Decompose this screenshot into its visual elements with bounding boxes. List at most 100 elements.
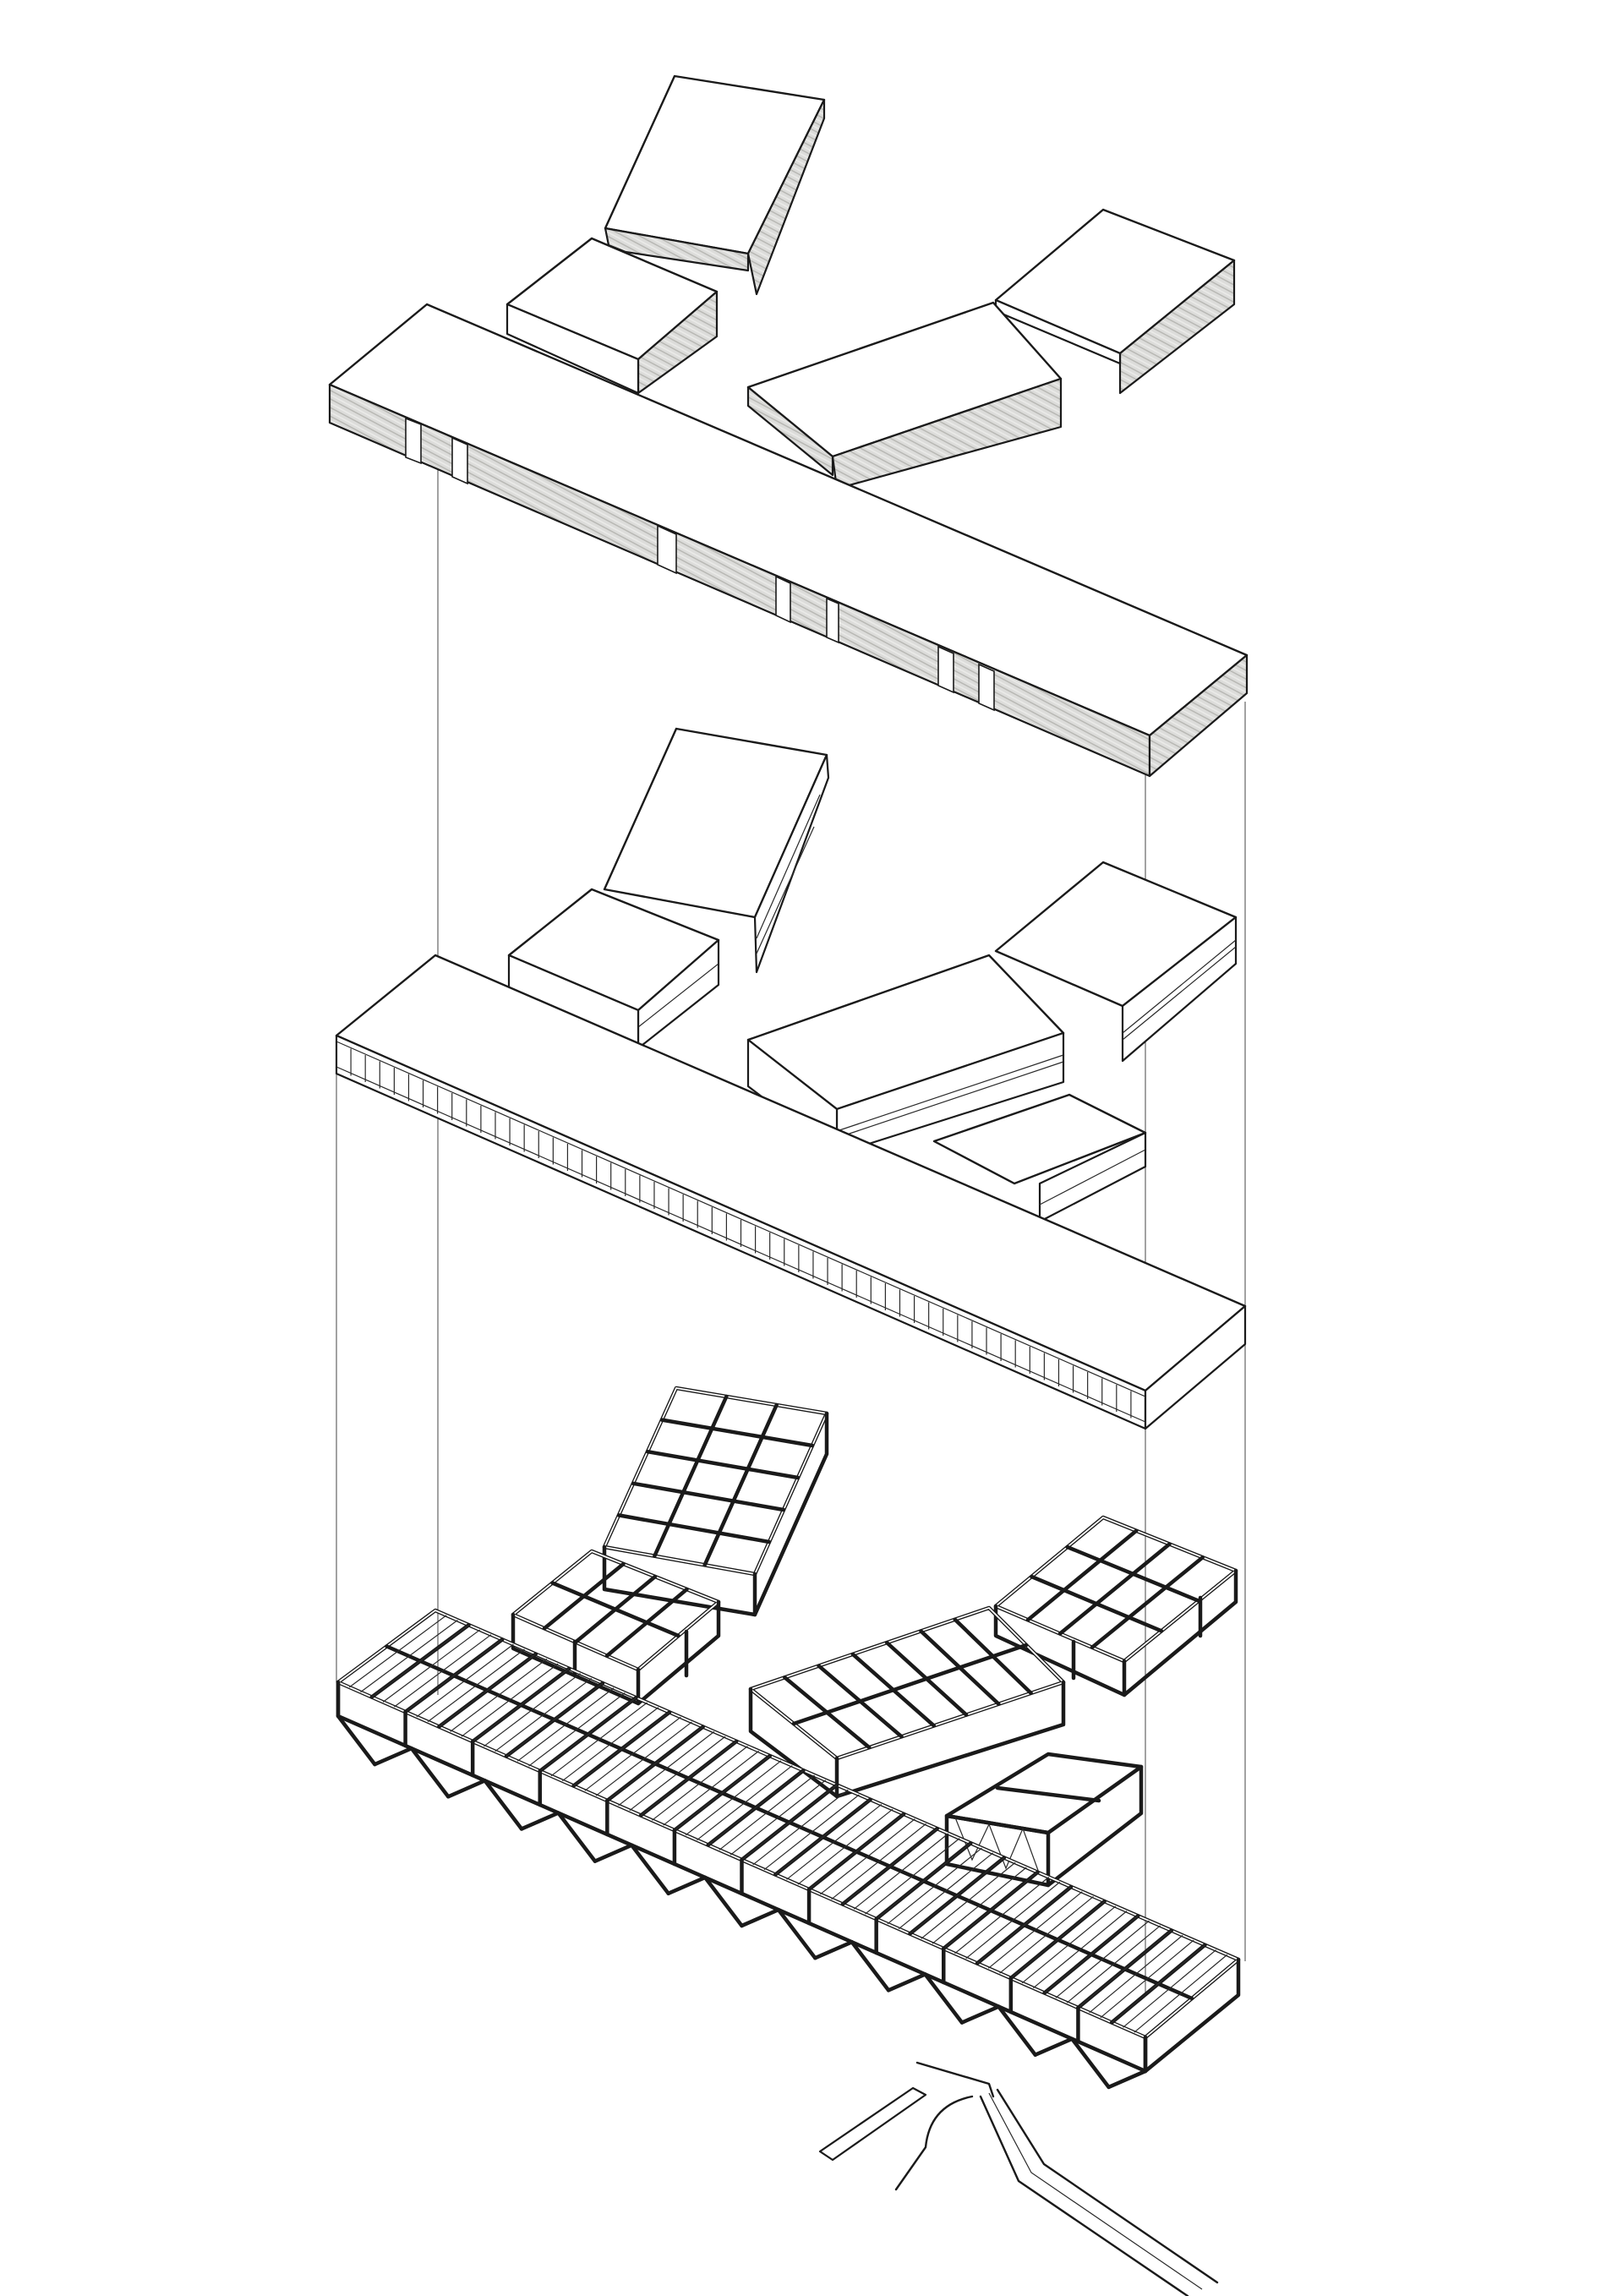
frame-joist — [584, 1716, 681, 1791]
frame-joist — [360, 1619, 458, 1693]
frame-block-middle — [748, 1605, 1066, 1799]
frame-joist — [1089, 1934, 1183, 2014]
glazing-mullions — [350, 1048, 1132, 1419]
frame-joist — [976, 1886, 1072, 1964]
frame-joist — [505, 1682, 604, 1757]
frame-joist — [965, 1881, 1061, 1960]
frame-beam — [1090, 1555, 1205, 1649]
frame-joist — [472, 1668, 570, 1742]
frame-truss-member — [483, 1779, 524, 1831]
frame-joist — [876, 1842, 971, 1920]
frame-joist — [999, 1895, 1094, 1974]
envelope-block-lower — [932, 1093, 1147, 1223]
frame-truss-bridge — [944, 1752, 1144, 1888]
frame-truss-member — [409, 1746, 451, 1799]
frame-beam — [645, 1449, 801, 1480]
frame-joist — [450, 1658, 548, 1732]
frame-joist — [1134, 1954, 1228, 2033]
cladding-block-small — [505, 237, 719, 395]
frame-beam — [653, 1394, 729, 1558]
envelope-block-rotated — [603, 727, 830, 974]
frame-truss-member — [740, 1907, 781, 1928]
frame-joist — [921, 1861, 1016, 1939]
frame-joist — [853, 1833, 949, 1910]
frame-joist — [697, 1765, 793, 1841]
cladding-long-bar — [328, 303, 1249, 778]
frame-joist — [954, 1877, 1050, 1954]
frame-joist — [405, 1638, 503, 1713]
frame-joist — [774, 1799, 871, 1875]
frame-joist — [495, 1677, 593, 1752]
frame-joist — [1066, 1925, 1161, 2004]
cladding-block-middle — [746, 301, 1063, 490]
envelope-long-bar — [335, 954, 1247, 1430]
structural-frame-layer — [336, 1386, 1241, 2296]
cladding-openings — [405, 417, 995, 712]
frame-joist — [561, 1707, 659, 1782]
frame-beam — [616, 1513, 772, 1544]
frame-joist — [819, 1818, 915, 1895]
envelope-block-small — [507, 888, 720, 1050]
frame-joist — [887, 1847, 982, 1925]
frame-joist — [1055, 1920, 1150, 1998]
frame-truss-member — [666, 1875, 708, 1896]
frame-joist — [1111, 1944, 1205, 2023]
facade-cladding-layer — [328, 74, 1249, 778]
frame-joist — [461, 1663, 559, 1737]
frame-joist — [371, 1624, 469, 1697]
frame-joist — [1032, 1911, 1128, 1989]
frame-beam — [604, 1587, 689, 1658]
frame-joist — [797, 1808, 893, 1885]
frame-joist — [1078, 1930, 1172, 2009]
frame-joist — [606, 1726, 704, 1801]
frame-truss-member — [373, 1746, 414, 1767]
frame-truss-member — [813, 1940, 854, 1960]
frame-beam — [1025, 1528, 1139, 1622]
frame-truss-member — [556, 1811, 598, 1863]
frame-truss-member — [336, 1714, 377, 1767]
frame-joist — [427, 1648, 525, 1723]
frame-joist — [1010, 1900, 1106, 1979]
frame-truss-member — [630, 1843, 670, 1896]
frame-truss-member — [519, 1811, 560, 1831]
frame-joist — [831, 1823, 926, 1900]
frame-beam — [631, 1481, 786, 1512]
frame-truss-member — [1069, 2036, 1111, 2090]
frame-joist — [439, 1654, 537, 1727]
frame-beam — [542, 1561, 626, 1631]
frame-beam — [573, 1574, 658, 1644]
frame-joist — [674, 1755, 771, 1831]
frame-long-bar — [336, 1608, 1241, 2090]
frame-joist — [550, 1702, 648, 1777]
frame-joist — [808, 1813, 904, 1890]
frame-truss-member — [1107, 2069, 1148, 2090]
frame-truss-member — [923, 1972, 965, 2025]
frame-joist — [663, 1750, 760, 1826]
glazed-envelope-layer — [335, 727, 1247, 1430]
cladding-block-right — [994, 208, 1236, 395]
frame-beam — [1057, 1542, 1172, 1636]
frame-joist — [652, 1746, 748, 1821]
frame-joist — [865, 1838, 960, 1915]
frame-joist — [708, 1769, 804, 1845]
frame-joist — [1021, 1905, 1117, 1984]
frame-joist — [719, 1774, 815, 1850]
frame-truss-member — [702, 1875, 744, 1928]
frame-joist — [910, 1857, 1005, 1934]
frame-joist — [393, 1634, 492, 1708]
frame-joist — [763, 1794, 860, 1871]
frame-truss-member — [997, 2004, 1038, 2057]
frame-beam — [791, 1643, 1029, 1726]
frame-joist — [685, 1760, 782, 1836]
frame-block-right — [993, 1515, 1238, 1697]
frame-block-small — [511, 1549, 721, 1706]
frame-joist — [539, 1697, 637, 1772]
frame-joist — [943, 1872, 1038, 1949]
frame-truss-member — [850, 1940, 891, 1993]
frame-truss-member — [1033, 2036, 1074, 2057]
frame-truss-member — [445, 1779, 487, 1799]
frame-truss-member — [776, 1907, 817, 1960]
frame-truss-member — [959, 2004, 1001, 2025]
frame-joist — [573, 1711, 670, 1786]
